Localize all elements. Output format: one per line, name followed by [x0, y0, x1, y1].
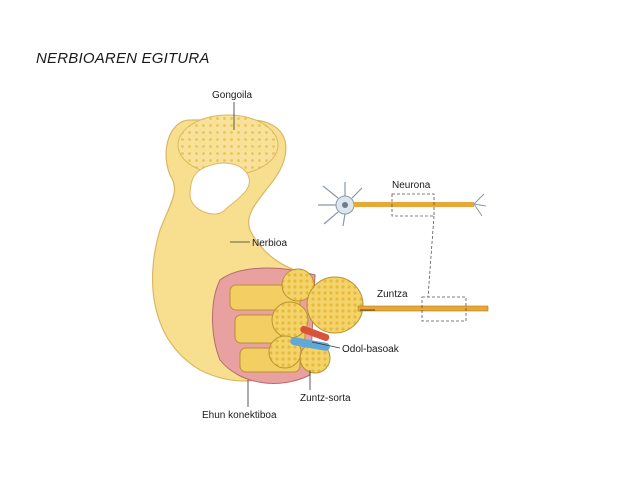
zoom-box-fiber [421, 296, 467, 322]
leader-line [311, 341, 341, 349]
label-zuntz-sorta: Zuntz-sorta [300, 393, 351, 404]
label-nerbioa: Nerbioa [252, 238, 287, 249]
nerve-fiber [357, 305, 489, 312]
neuron [318, 182, 487, 227]
blood-vessel-red [300, 325, 330, 342]
nerve-structure-diagram: Gongoila Neurona Nerbioa Zuntza Odol-bas… [152, 90, 489, 421]
label-neurona: Neurona [392, 180, 431, 191]
nerve-loop-hole [189, 162, 250, 215]
label-zuntza: Zuntza [377, 289, 408, 300]
zoom-box-neuron [391, 193, 435, 217]
label-gongoila: Gongoila [212, 90, 252, 101]
label-ehun-konektiboa: Ehun konektiboa [202, 410, 277, 421]
fiber-bundle-end [306, 276, 364, 334]
fiber-bundle-end [281, 268, 315, 302]
blood-vessel-blue [290, 337, 330, 351]
label-odol-basoak: Odol-basoak [342, 344, 400, 355]
zoom-connector [427, 215, 435, 298]
slide-title: NERBIOAREN EGITURA [36, 50, 210, 67]
